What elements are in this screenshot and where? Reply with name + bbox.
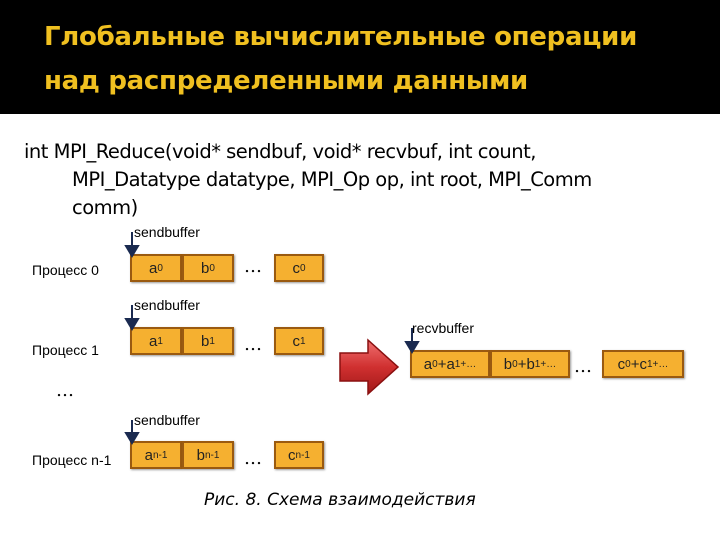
sendbuffer-pointer-1 xyxy=(124,305,140,331)
recvbuffer-pointer xyxy=(404,328,420,354)
figure-caption: Рис. 8. Схема взаимодействия xyxy=(204,490,476,510)
signature-line-3: comm) xyxy=(72,196,138,219)
process-label-1: Процесс 1 xyxy=(32,342,99,358)
sendbuffer-pointer-0 xyxy=(124,232,140,258)
sendbuffer-label-0: sendbuffer xyxy=(134,224,200,240)
title-line-2: над распределенными данными xyxy=(44,66,528,96)
title-bar: Глобальные вычислительные операции над р… xyxy=(0,0,720,114)
process-label-0: Процесс 0 xyxy=(32,262,99,278)
process-label-n-1: Процесс n-1 xyxy=(32,452,112,468)
sendbuffer-label-n-1: sendbuffer xyxy=(134,412,200,428)
proc1-ellipsis: … xyxy=(244,334,262,355)
sendbuffer-label-1: sendbuffer xyxy=(134,297,200,313)
signature-line-1: int MPI_Reduce(void* sendbuf, void* recv… xyxy=(24,140,536,163)
proc0-ellipsis: … xyxy=(244,256,262,277)
recv-ellipsis: … xyxy=(574,356,592,377)
signature-line-2: MPI_Datatype datatype, MPI_Op op, int ro… xyxy=(72,168,592,191)
title-line-1: Глобальные вычислительные операции xyxy=(44,22,637,52)
reduce-arrow-icon xyxy=(339,338,400,396)
process-ellipsis: … xyxy=(56,380,74,401)
procn-ellipsis: … xyxy=(244,448,262,469)
sendbuffer-pointer-n-1 xyxy=(124,420,140,445)
recvbuffer-label: recvbuffer xyxy=(412,320,474,336)
